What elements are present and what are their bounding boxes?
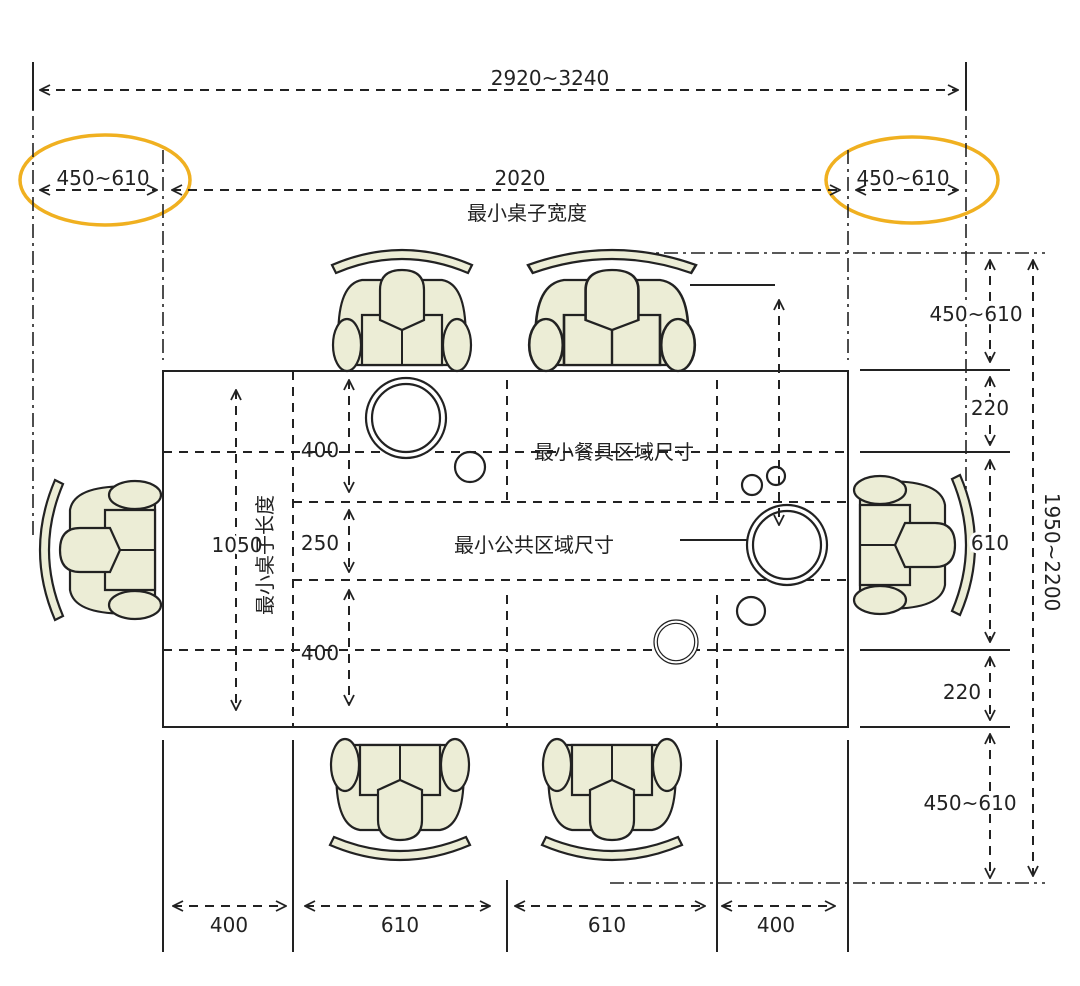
extension-lines (32, 62, 1045, 952)
seated-person-icon (330, 248, 474, 373)
table-width-caption: 最小桌子宽度 (467, 201, 587, 225)
table (162, 370, 849, 728)
inner-bottom-label: 400 (301, 641, 339, 665)
bottom-label: 400 (210, 913, 248, 937)
common-zone-label: 最小公共区域尺寸 (454, 533, 614, 557)
seated-person-icon (540, 737, 684, 862)
seated-person-icon (38, 478, 163, 622)
tableware-zone-label: 最小餐具区域尺寸 (534, 440, 694, 464)
highlight-left (18, 133, 192, 227)
cup-icon (740, 473, 764, 497)
right-middle-label: 610 (971, 531, 1009, 555)
bottom-label: 610 (381, 913, 419, 937)
highlight-right (824, 135, 1000, 225)
plate-icon (653, 619, 699, 665)
right-top-label: 450~610 (929, 302, 1022, 326)
cup-icon (453, 450, 487, 484)
bottom-label: 400 (757, 913, 795, 937)
cup-icon (735, 595, 767, 627)
inner-top-label: 400 (301, 438, 339, 462)
bottom-label: 610 (588, 913, 626, 937)
right-bottom-label: 450~610 (923, 791, 1016, 815)
cup-icon (765, 465, 787, 487)
table-width-label: 2020 (495, 166, 546, 190)
dimension-arrows (40, 90, 1033, 906)
right-gap-bottom-label: 220 (943, 680, 981, 704)
seated-person-icon (526, 248, 698, 373)
seated-person-icon (328, 737, 472, 862)
table-length-caption: 最小桌子长度 (253, 495, 277, 615)
left-clearance-label: 450~610 (56, 166, 149, 190)
total-width-label: 2920~3240 (491, 66, 610, 90)
zone-grid (163, 371, 848, 727)
total-height-label: 1950~2200 (1040, 493, 1064, 612)
right-clearance-label: 450~610 (856, 166, 949, 190)
seated-person-icon (852, 473, 977, 617)
plate-icon (745, 503, 829, 587)
table-length-label: 1050 (212, 533, 263, 557)
plate-icon (364, 376, 448, 460)
right-gap-top-label: 220 (971, 396, 1009, 420)
inner-middle-label: 250 (301, 531, 339, 555)
